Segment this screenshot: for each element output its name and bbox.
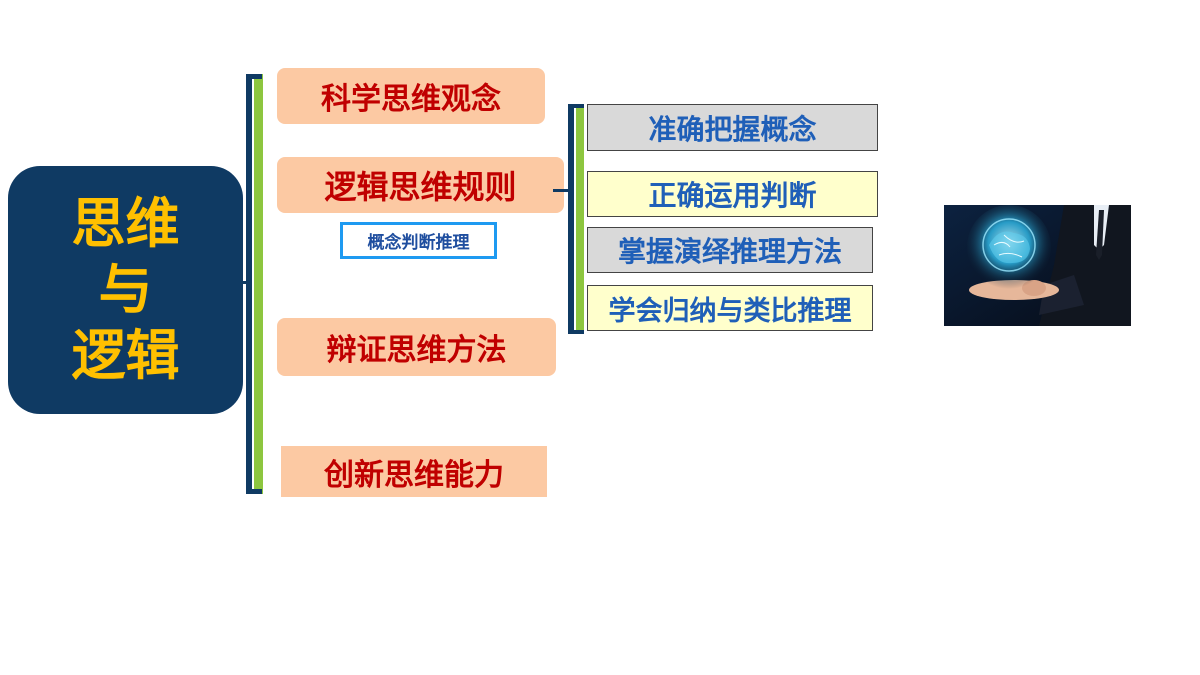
sub-item-grasp-concepts: 准确把握概念 [587,104,878,151]
left-bracket [246,74,266,494]
branch-label: 辩证思维方法 [326,333,507,368]
sub-item-apply-judgement: 正确运用判断 [587,171,878,217]
subnote-label: 概念判断推理 [367,233,470,253]
sub-item-label: 学会归纳与类比推理 [608,295,852,327]
subnote-concept-judgement-reasoning: 概念判断推理 [340,222,497,259]
branch-label: 科学思维观念 [321,82,501,117]
sub-item-label: 正确运用判断 [648,179,817,212]
right-bracket [568,104,588,334]
sub-item-label: 掌握演绎推理方法 [617,235,842,268]
branch-label: 逻辑思维规则 [324,168,517,206]
sub-connector [553,189,573,192]
branch-dialectical-thinking: 辩证思维方法 [277,318,556,376]
brain-hand-image [944,205,1131,326]
branch-scientific-thinking: 科学思维观念 [277,68,545,124]
branch-logical-thinking: 逻辑思维规则 [277,157,564,213]
sub-item-deductive-reasoning: 掌握演绎推理方法 [587,227,873,273]
root-line-3: 逻辑 [71,324,180,387]
sub-item-inductive-analogical: 学会归纳与类比推理 [587,285,873,331]
branch-label: 创新思维能力 [324,457,504,493]
root-node: 思维 与 逻辑 [8,166,243,414]
brain-illustration-icon [944,205,1131,326]
root-line-1: 思维 [71,192,180,255]
branch-innovative-thinking: 创新思维能力 [281,446,547,497]
root-line-2: 与 [98,258,153,321]
sub-item-label: 准确把握概念 [648,112,817,146]
